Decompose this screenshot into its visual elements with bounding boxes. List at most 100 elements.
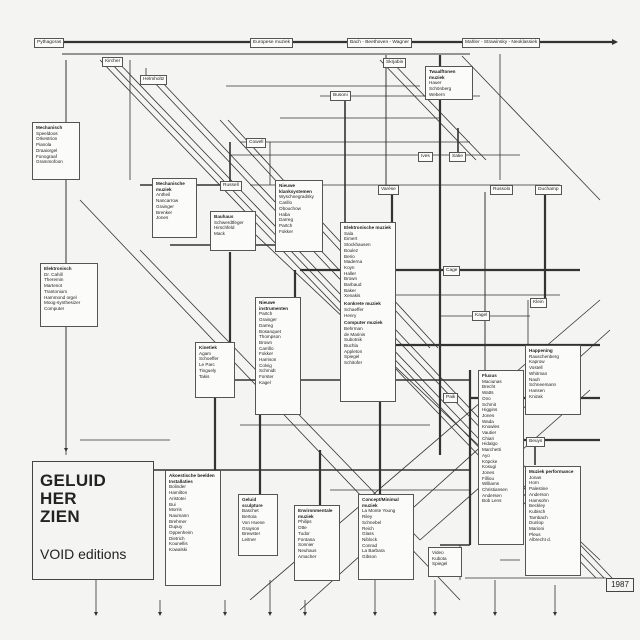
instrumenten-item: Grainger	[259, 317, 277, 323]
tag-busoni: Busoni	[330, 91, 351, 101]
environmentale-item: Otte	[298, 525, 307, 531]
geluidsculpture-item: Brewster	[242, 531, 261, 537]
happening-title: Happening	[529, 348, 553, 353]
fluxus-item: Williams	[482, 481, 500, 487]
geluidsculpture-item: Grayson	[242, 525, 260, 531]
performance-item: Jonas	[529, 474, 542, 480]
akoestische-item: Oppenheim	[169, 530, 193, 536]
tag-mahler-strawinsky: Mahler - Strawinsky - Neoklassiek	[462, 38, 541, 48]
mech_muziek-item: Antheil	[156, 192, 171, 198]
klanksystemen-item: Haba	[279, 211, 290, 217]
klanksystemen-item: Partch	[279, 222, 293, 228]
klanksystemen-title: Nieuwe klanksystemen	[279, 183, 312, 194]
elektronische-subtitle: Konkrete muziek	[344, 301, 381, 307]
instrumenten-item: Partch	[259, 311, 273, 317]
tag-helmholtz: Helmholtz	[140, 75, 168, 85]
kinetiek-item: Tinguely	[199, 367, 217, 373]
bauhaus-item: Hirschfeld	[214, 225, 235, 231]
conceptmin-item: Schnebel	[362, 519, 382, 525]
performance-item: Hamsohn	[529, 497, 549, 503]
year-label: 1987	[606, 578, 634, 592]
elektronisch-item: Theremin	[44, 277, 64, 283]
elektronisch-item: Dr. Cahill	[44, 271, 63, 277]
twaalftonen-title: Twaalftonen muziek	[429, 69, 456, 80]
fluxus-item: Vautier	[482, 430, 497, 436]
mech_muziek-item: Jones	[156, 215, 169, 221]
happening-item: Whitman	[529, 370, 548, 376]
kinetiek-item: Takis	[199, 373, 210, 379]
elektronische-item: Maderna	[344, 259, 363, 265]
performance-item: Anderson	[529, 491, 549, 497]
akoestische-item: Kounellis	[169, 541, 188, 547]
bauhaus-item: Mack	[214, 231, 225, 237]
performance-item: Dunlop	[529, 520, 544, 526]
kinetiek-item: Le Parc	[199, 362, 215, 368]
akoestische-item: Bui	[169, 501, 176, 507]
klanksystemen-item: Obouchow	[279, 205, 301, 211]
fluxus-item: Higgins	[482, 407, 498, 413]
instrumenten-item: Thompson	[259, 334, 281, 340]
conceptmin-title: Concept/Minimal muziek	[362, 497, 399, 508]
fluxus-title: Fluxus	[482, 373, 497, 378]
akoestische-item: Brehmer	[169, 518, 187, 524]
tag-russell: Russell	[220, 181, 242, 191]
happening-item: Knizak	[529, 393, 543, 399]
performance-item: Horn	[529, 480, 539, 486]
tag-klein: Klein	[530, 298, 547, 308]
akoestische-title: Akoestische beelden Installaties	[169, 473, 215, 484]
happening-item: Hansen	[529, 387, 545, 393]
brand-line-2: HER	[40, 489, 77, 508]
conceptmin-item: La Monte Young	[362, 508, 396, 514]
tag-bach-beethoven-wagner: Bach - Beethoven - Wagner	[347, 38, 413, 48]
tag-paik: Paik	[443, 393, 459, 403]
mech_muziek-item: Grainger	[156, 203, 174, 209]
elektronisch-item: Hammond orgel	[44, 294, 77, 300]
instrumenten-item: Kagel	[259, 379, 271, 385]
elektronische-item: de Marinis	[344, 331, 366, 337]
video-spiegel: Spiegel	[432, 561, 448, 567]
fluxus-item: Jones	[482, 412, 495, 418]
performance-item: Pleus	[529, 531, 541, 537]
elektronische-item: Schitofer	[344, 360, 363, 366]
fluxus-item: Christiansen	[482, 487, 508, 493]
elektronische-item: Xenakis	[344, 293, 361, 299]
performance-item: Kubisch	[529, 508, 546, 514]
instrumenten-item: Carrillo	[259, 345, 274, 351]
brand-block: GELUID HER ZIEN VOID editions	[32, 461, 154, 580]
mech_muziek-title: Mechanische muziek	[156, 181, 185, 192]
elektronische-item: Sala	[344, 230, 354, 236]
mechanisch-item: Draaiorgel	[36, 147, 58, 153]
mech_muziek-item: Brenker	[156, 209, 173, 215]
mechanisch-item: Speeldoos	[36, 130, 58, 136]
instrumenten-item: Colvig	[259, 362, 272, 368]
fluxus-item: Köpcke	[482, 458, 498, 464]
twaalftonen-item: Hauer	[429, 80, 442, 86]
elektronische-item: Barbaud	[344, 282, 362, 288]
elektronische-item: Buchla	[344, 343, 359, 349]
instrumenten-title: Nieuwe instrumenten	[259, 300, 289, 311]
fluxus-item: Bob Lens	[482, 498, 502, 504]
akoestische-item: Kowalski	[169, 547, 188, 553]
elektronische-item: Schaeffer	[344, 306, 364, 312]
tag-pythagoras: Pythagoras	[34, 38, 65, 48]
akoestische-item: Bolinder	[169, 484, 186, 490]
performance-item: Tambach	[529, 514, 548, 520]
akoestische-item: Aristotei	[169, 495, 186, 501]
performance-title: Muziek performance	[529, 469, 574, 474]
fluxus-item: Knowles	[482, 424, 500, 430]
elektronisch-item: Martenot	[44, 283, 63, 289]
fluxus-item: Jones	[482, 469, 495, 475]
fluxus-item: Brecht	[482, 384, 496, 390]
mechanisch-item: Fonograaf	[36, 153, 57, 159]
kinetiek-item: Agam	[199, 350, 212, 356]
tag-russolo: Russolo	[490, 185, 514, 195]
